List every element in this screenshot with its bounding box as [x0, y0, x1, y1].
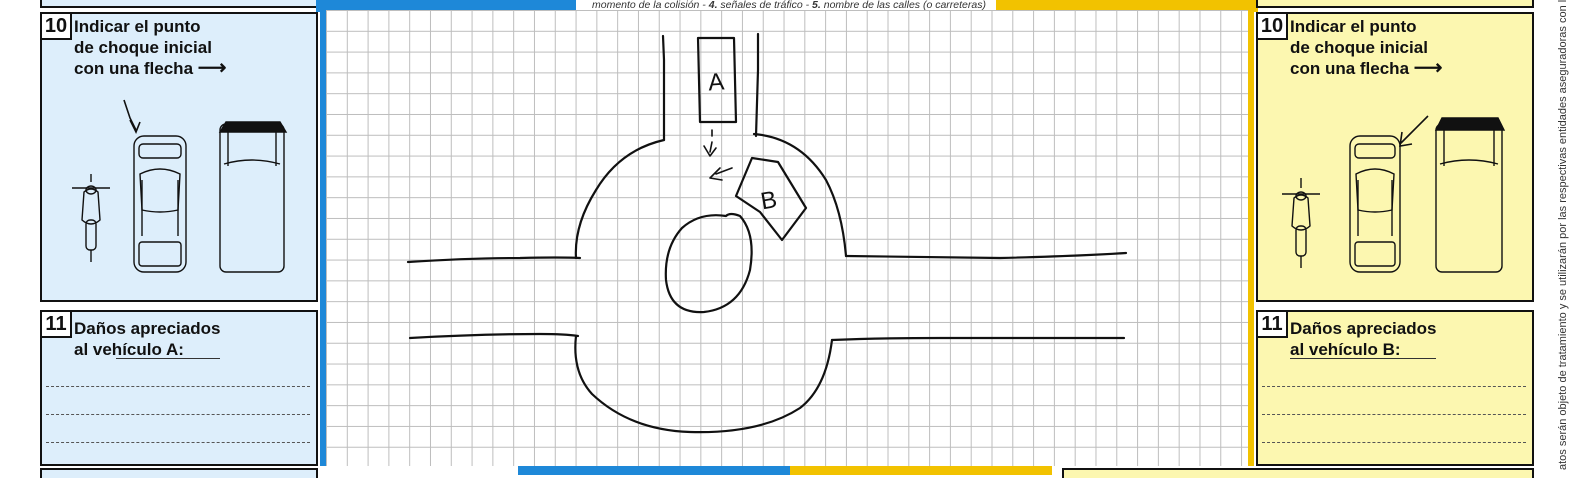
- yellow-border-bottom: [790, 466, 1052, 475]
- vehicle-a-label: A: [707, 68, 725, 96]
- vehicle-a-impact-panel: 10 Indicar el punto de choque inicial co…: [40, 12, 318, 302]
- roundabout-edge: [752, 132, 848, 258]
- damage-line-3[interactable]: [46, 442, 310, 443]
- title-underline: [1290, 358, 1436, 359]
- truck-icon: [218, 121, 288, 273]
- road-edge: [661, 34, 666, 142]
- section-title: Daños apreciados al vehículo B:: [1290, 319, 1437, 359]
- car-icon: [1349, 135, 1401, 273]
- damage-line-1[interactable]: [1262, 386, 1526, 387]
- roundabout-edge: [574, 334, 834, 434]
- damage-line-2[interactable]: [1262, 414, 1526, 415]
- section-title: Daños apreciados al vehículo A:: [74, 319, 221, 359]
- section-number: 10: [1258, 14, 1288, 40]
- accident-sketch-drawing: A B: [406, 32, 1128, 434]
- bottom-left-box-fragment: [40, 468, 318, 478]
- vehicle-diagrams-b[interactable]: [1258, 14, 1532, 300]
- road-edge: [408, 332, 580, 340]
- yellow-border-top: [996, 0, 1258, 12]
- section-title: Indicar el punto de choque inicial con u…: [1290, 17, 1443, 79]
- privacy-side-note: atos serán objeto de tratamiento y se ut…: [1557, 0, 1569, 470]
- section-number: 11: [42, 312, 72, 338]
- damage-line-2[interactable]: [46, 414, 310, 415]
- vehicle-b-label: B: [759, 186, 779, 215]
- section-title: Indicar el punto de choque inicial con u…: [74, 17, 227, 79]
- road-edge: [754, 32, 760, 138]
- movement-arrow-icon: [709, 167, 733, 181]
- bottom-right-box-fragment: [1062, 468, 1534, 478]
- blue-border-bottom: [518, 466, 790, 475]
- top-right-box-fragment: [1256, 0, 1534, 8]
- road-edge: [830, 336, 1126, 342]
- truck-icon: [1434, 117, 1506, 273]
- arrow-right-icon: ⟶: [197, 57, 227, 79]
- impact-arrow-icon: [123, 99, 141, 134]
- vehicle-a-damage-panel: 11 Daños apreciados al vehículo A:: [40, 310, 318, 466]
- damage-line-3[interactable]: [1262, 442, 1526, 443]
- car-icon: [133, 135, 187, 273]
- vehicle-b-shape: [734, 156, 808, 242]
- arrow-right-icon: ⟶: [1413, 57, 1443, 79]
- title-underline: [116, 358, 220, 359]
- sketch-legend-caption: momento de la colisión - 4. señales de t…: [592, 0, 986, 11]
- road-edge: [844, 251, 1128, 260]
- vehicle-a-shape: [696, 36, 738, 124]
- motorcycle-icon: [1282, 178, 1320, 268]
- top-left-box-fragment: [40, 0, 318, 8]
- section-number: 10: [42, 14, 72, 40]
- section-number: 11: [1258, 312, 1288, 338]
- road-edge: [406, 256, 582, 264]
- accident-sketch-grid[interactable]: A B: [320, 10, 1254, 466]
- roundabout-island: [664, 212, 753, 314]
- vehicle-b-impact-panel: 10 Indicar el punto de choque inicial co…: [1256, 12, 1534, 302]
- motorcycle-icon: [72, 174, 110, 262]
- blue-border-top: [316, 0, 576, 12]
- vehicle-diagrams-a[interactable]: [42, 14, 316, 300]
- damage-line-1[interactable]: [46, 386, 310, 387]
- vehicle-b-damage-panel: 11 Daños apreciados al vehículo B:: [1256, 310, 1534, 466]
- roundabout-edge: [574, 138, 666, 260]
- impact-arrow-icon: [1399, 115, 1429, 147]
- movement-arrow-icon: [703, 129, 717, 157]
